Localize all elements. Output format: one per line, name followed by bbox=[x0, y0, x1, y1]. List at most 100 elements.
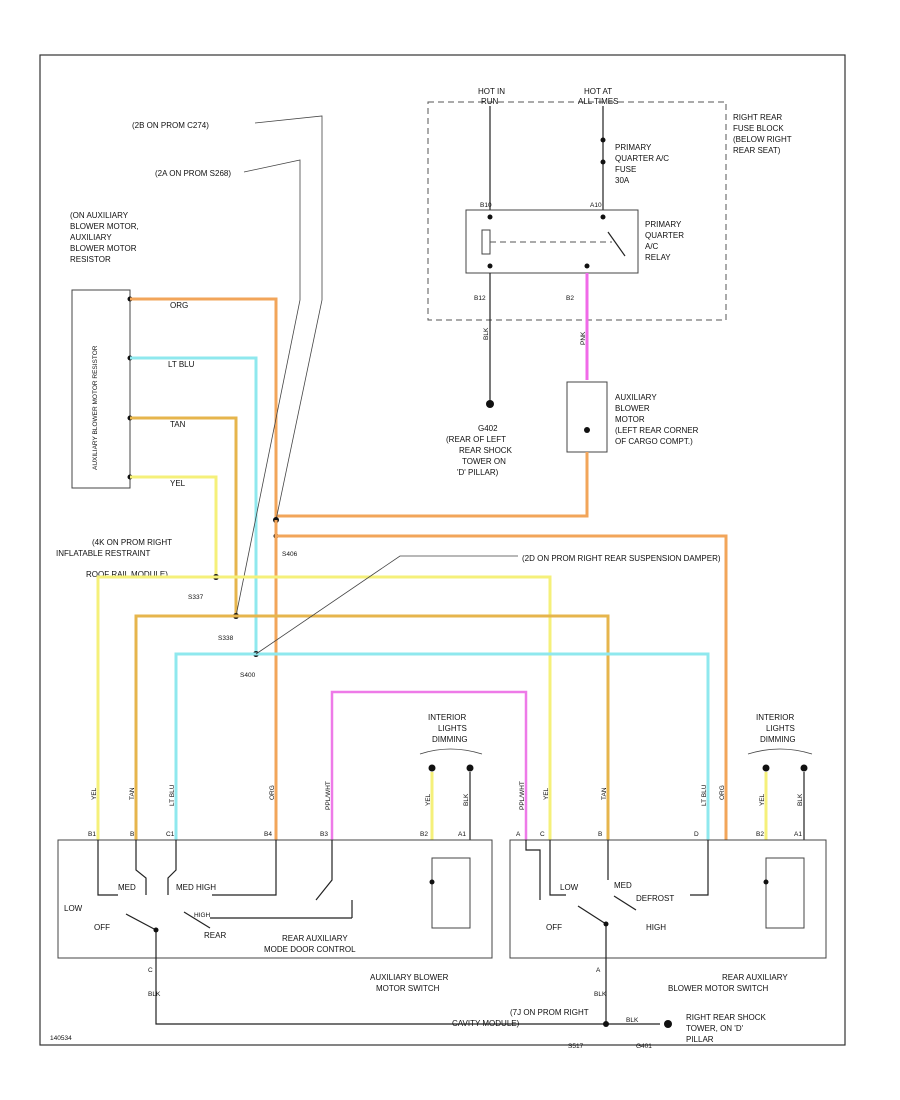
front-pin-b1: B1 bbox=[88, 831, 96, 838]
motor-label-5: OF CARGO COMPT.) bbox=[615, 437, 693, 446]
ground-g401 bbox=[664, 1020, 672, 1028]
front-vlabel-ltblu: LT BLU bbox=[169, 784, 176, 806]
callout-c268: (2A ON PROM S268) bbox=[155, 169, 231, 178]
fuse-block-label-4: REAR SEAT) bbox=[733, 146, 781, 155]
front-switch-mode-1: REAR AUXILIARY bbox=[282, 934, 348, 943]
s406-label: S406 bbox=[282, 551, 298, 558]
front-switch-name-2: MOTOR SWITCH bbox=[376, 984, 440, 993]
rear-vlabel-ltblu: LT BLU bbox=[701, 784, 708, 806]
resistor-vertical-label: AUXILIARY BLOWER MOTOR RESISTOR bbox=[92, 345, 99, 470]
front-pin-a1: A1 bbox=[458, 831, 466, 838]
front-sw-line-high bbox=[212, 840, 277, 896]
relay-pin-b12: B12 bbox=[474, 295, 486, 302]
rear-pin-a1: A1 bbox=[794, 831, 802, 838]
front-sw-line-med bbox=[135, 840, 147, 895]
relay-label-2: QUARTER bbox=[645, 231, 684, 240]
figure-id: 140534 bbox=[50, 1035, 72, 1042]
front-switch-mode-2: MODE DOOR CONTROL bbox=[264, 945, 356, 954]
resistor-callout-5: RESISTOR bbox=[70, 255, 111, 264]
wire-label-tan: TAN bbox=[170, 420, 186, 429]
splice-s517 bbox=[603, 1021, 609, 1027]
fuse-label-2: QUARTER A/C bbox=[615, 154, 669, 163]
rear-sw-line-high bbox=[690, 840, 709, 896]
leader-c268 bbox=[235, 159, 301, 617]
wire-tan-to-rear bbox=[236, 614, 610, 840]
rear-sw-line-mode bbox=[525, 840, 541, 900]
s338-label: S338 bbox=[218, 635, 234, 642]
rear-sw-contact bbox=[577, 905, 607, 925]
rear-sw-contact-2 bbox=[613, 895, 637, 911]
ground-right-3: PILLAR bbox=[686, 1035, 714, 1044]
rear-dim-dot-2 bbox=[800, 764, 808, 772]
wire-ltblu-resistor bbox=[130, 356, 258, 654]
g402-label-5: 'D' PILLAR) bbox=[457, 468, 499, 477]
restraint-callout-3: ROOF RAIL MODULE) bbox=[86, 570, 168, 579]
front-dim-label-1: INTERIOR bbox=[428, 713, 466, 722]
rear-dim-dot-1 bbox=[762, 764, 770, 772]
motor-label-2: BLOWER bbox=[615, 404, 650, 413]
rear-vlabel-ppl: PPL/WHT bbox=[519, 781, 526, 810]
relay-label-1: PRIMARY bbox=[645, 220, 682, 229]
front-dim-label-3: DIMMING bbox=[432, 735, 468, 744]
wire-blk-front-ground bbox=[155, 958, 660, 1025]
fuse-label-4: 30A bbox=[615, 176, 630, 185]
wire-label-org: ORG bbox=[170, 301, 188, 310]
rear-pin-b: B bbox=[598, 831, 602, 838]
auxiliary-blower-motor-switch bbox=[57, 839, 493, 959]
ground-right-1: RIGHT REAR SHOCK bbox=[686, 1013, 767, 1022]
rear-switch-name-1: REAR AUXILIARY bbox=[722, 973, 788, 982]
rear-dim-label-2: LIGHTS bbox=[766, 724, 795, 733]
motor-label-1: AUXILIARY bbox=[615, 393, 657, 402]
leader-c274 bbox=[254, 115, 323, 521]
front-pin-b4: B4 bbox=[264, 831, 272, 838]
front-vlabel-yel: YEL bbox=[91, 787, 98, 800]
relay-coil bbox=[481, 229, 491, 255]
leader-damper bbox=[255, 555, 518, 655]
g402-label-1: G402 bbox=[478, 424, 498, 433]
relay-dot-2 bbox=[487, 263, 493, 269]
wire-yel-to-rear bbox=[216, 575, 552, 840]
front-pos-off: OFF bbox=[94, 923, 110, 932]
rear-sw-line-low bbox=[549, 840, 566, 896]
hot-at-all-1: HOT AT bbox=[584, 87, 612, 96]
front-ground-pin: C bbox=[148, 967, 153, 974]
fuse-block-label-2: FUSE BLOCK bbox=[733, 124, 784, 133]
hot-in-run-1: HOT IN bbox=[478, 87, 505, 96]
splice-rear-callout-1: (7J ON PROM RIGHT bbox=[510, 1008, 589, 1017]
front-pin-b3: B3 bbox=[320, 831, 328, 838]
relay-pin-a10: A10 bbox=[590, 202, 602, 209]
rear-pos-defrost: DEFROST bbox=[636, 894, 674, 903]
g402-label-3: REAR SHOCK bbox=[459, 446, 513, 455]
rear-auxiliary-blower-motor-switch bbox=[509, 839, 827, 959]
fuse-label-1: PRIMARY bbox=[615, 143, 652, 152]
rear-switch-name-2: BLOWER MOTOR SWITCH bbox=[668, 984, 769, 993]
s400-label: S400 bbox=[240, 672, 256, 679]
motor-symbol bbox=[584, 427, 590, 433]
fuse-block-label-3: (BELOW RIGHT bbox=[733, 135, 792, 144]
front-pos-low: LOW bbox=[64, 904, 83, 913]
front-sw-pivot bbox=[153, 927, 159, 933]
restraint-callout-2: INFLATABLE RESTRAINT bbox=[56, 549, 151, 558]
front-sw-line-rear bbox=[315, 840, 333, 901]
resistor-callout-1: (ON AUXILIARY bbox=[70, 211, 129, 220]
blower-motor-resistor bbox=[71, 289, 131, 489]
right-rear-fuse-block bbox=[427, 101, 727, 321]
primary-quarter-relay bbox=[465, 209, 639, 274]
front-ground-blk: BLK bbox=[148, 991, 161, 998]
damper-callout: (2D ON PROM RIGHT REAR SUSPENSION DAMPER… bbox=[522, 554, 721, 563]
relay-label-3: A/C bbox=[645, 242, 659, 251]
relay-dot-1 bbox=[487, 214, 493, 220]
rear-sw-pivot bbox=[603, 921, 609, 927]
wire-tan-to-front bbox=[134, 614, 236, 840]
front-dim-element bbox=[431, 857, 471, 929]
ground-blk-label: BLK bbox=[626, 1017, 639, 1024]
rear-dim-bracket bbox=[747, 748, 813, 755]
wire-tan-resistor bbox=[130, 416, 238, 616]
rear-dim-label-1: INTERIOR bbox=[756, 713, 794, 722]
relay-dot-3 bbox=[600, 214, 606, 220]
rear-vlabel-org: ORG bbox=[719, 785, 726, 800]
fuse-label-3: FUSE bbox=[615, 165, 636, 174]
rear-dim-label-3: DIMMING bbox=[760, 735, 796, 744]
wire-org-motor-to-s406 bbox=[276, 452, 589, 518]
rear-dim-element bbox=[765, 857, 805, 929]
